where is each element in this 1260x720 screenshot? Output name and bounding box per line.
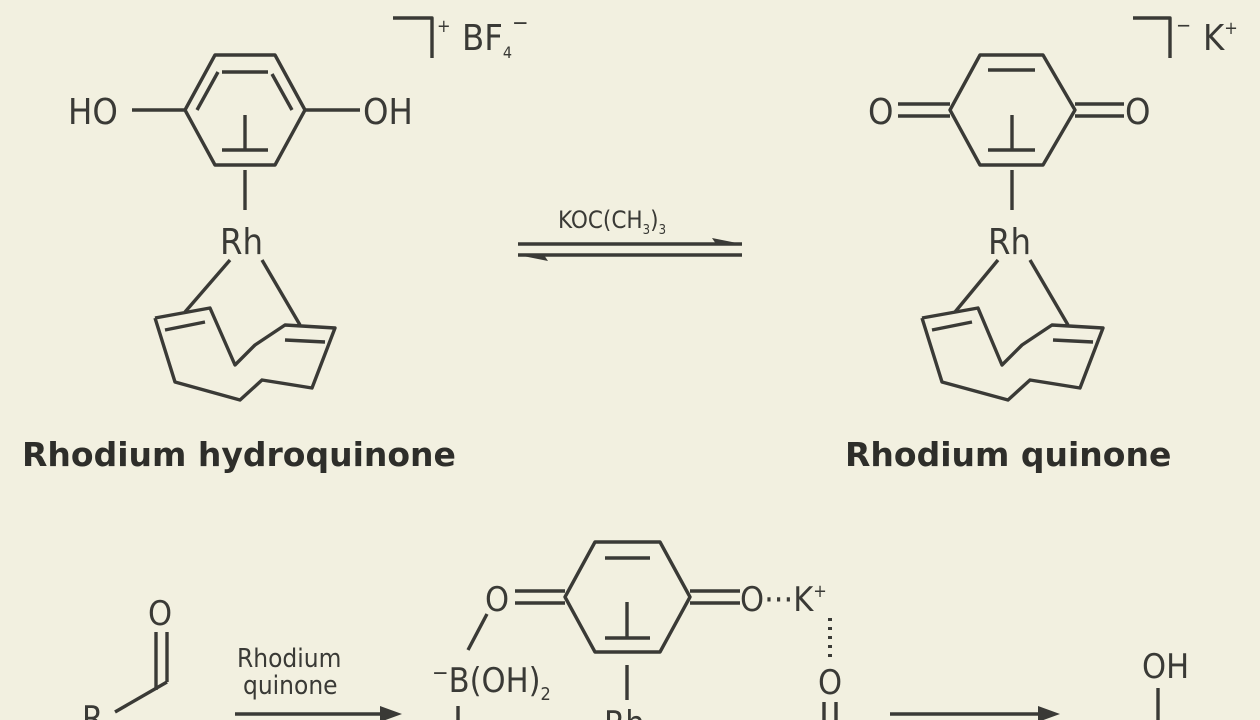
o-label: O xyxy=(868,92,894,133)
rhodium-quinone-label: Rhodium quinone xyxy=(845,435,1171,474)
rh-label: Rh xyxy=(604,704,645,720)
arrowhead xyxy=(1038,706,1060,720)
double-bond xyxy=(195,71,220,111)
r-label: R xyxy=(82,699,103,720)
o-label: O xyxy=(818,663,842,703)
o-label: O xyxy=(1125,92,1151,133)
oh-label: OH xyxy=(363,92,413,133)
double-bond xyxy=(931,320,973,332)
intermediate-structure: O O···K+ O −B(OH)2 Rh xyxy=(432,540,842,720)
double-bond xyxy=(1052,338,1094,344)
boronate-label: −B(OH)2 xyxy=(432,661,551,705)
arrowhead xyxy=(380,706,402,720)
arrow-2 xyxy=(890,706,1060,720)
rhodium-quinone-structure: O O Rh − K+ Rhodium quinone xyxy=(845,13,1238,474)
aldehyde-structure: O R xyxy=(82,594,172,720)
o-label: O xyxy=(485,580,509,620)
arrow-label: quinone xyxy=(243,671,338,701)
arrowhead xyxy=(712,238,742,244)
ho-label: HO xyxy=(68,92,118,133)
rh-label: Rh xyxy=(988,222,1031,263)
charge: − xyxy=(1176,13,1191,37)
bracket xyxy=(1133,16,1172,58)
quinone-ring xyxy=(948,53,1077,167)
product-structure: OH xyxy=(1142,647,1189,720)
bond xyxy=(114,680,168,714)
bond xyxy=(183,258,232,314)
equilibrium-arrows: KOC(CH3)3 xyxy=(518,206,742,261)
cod-ligand xyxy=(153,306,337,402)
o-label: O xyxy=(148,594,172,634)
counterion: BF4− xyxy=(462,11,529,62)
arrowhead xyxy=(518,255,548,261)
arrow-label: Rhodium xyxy=(237,644,341,674)
reagent-label: KOC(CH3)3 xyxy=(558,206,666,238)
rhodium-hydroquinone-structure: HO OH Rh + BF4− Rhodium hydroquinone xyxy=(22,11,529,474)
quinone-ring xyxy=(563,540,692,654)
double-bond xyxy=(270,73,294,111)
bond xyxy=(1028,259,1070,326)
double-bond xyxy=(284,338,326,344)
double-bond xyxy=(164,320,206,332)
bracket xyxy=(393,16,434,58)
bond xyxy=(466,613,489,651)
oh-label: OH xyxy=(1142,647,1189,687)
charge: + xyxy=(437,16,451,37)
bond xyxy=(953,258,1000,314)
cod-ligand xyxy=(920,306,1105,402)
counterion: K+ xyxy=(1203,18,1238,59)
o-k-label: O···K+ xyxy=(740,580,827,620)
rhodium-hydroquinone-label: Rhodium hydroquinone xyxy=(22,435,456,474)
bond xyxy=(260,259,302,326)
rh-label: Rh xyxy=(220,222,263,263)
arrow-1: Rhodium quinone xyxy=(235,644,402,720)
